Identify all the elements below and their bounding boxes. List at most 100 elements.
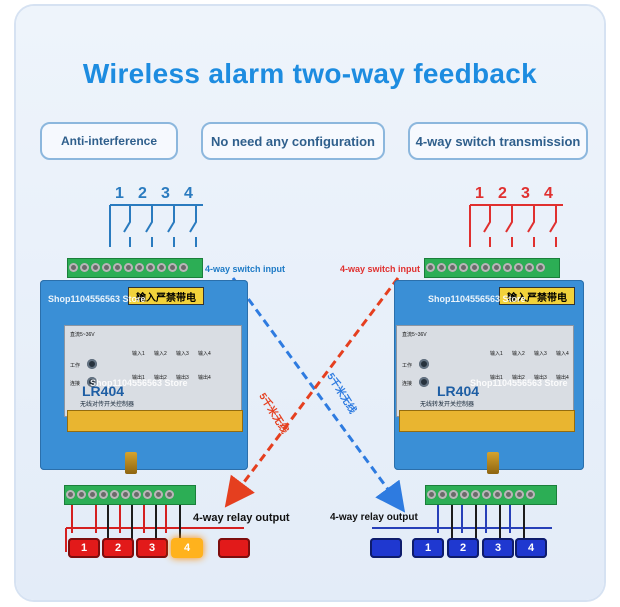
screw	[525, 263, 534, 272]
right-bulb-1	[370, 538, 402, 558]
screw	[121, 490, 130, 499]
right-input-label-1: 输入1	[490, 351, 503, 357]
screw	[110, 490, 119, 499]
right-bulb-2: 1	[412, 538, 444, 558]
left-output-label-3: 输出3	[176, 375, 189, 381]
left-range: 直流5~36V	[70, 332, 95, 338]
switch-number: 1	[115, 185, 124, 202]
screw	[460, 490, 469, 499]
left-status-1: 工作	[70, 363, 81, 369]
right-model-label: LR404	[437, 383, 480, 399]
left-bulb-2: 2	[102, 538, 134, 558]
watermark: Shop1104556563 Store	[470, 378, 568, 388]
right-output-blackline	[451, 503, 525, 548]
screw	[146, 263, 155, 272]
screw	[514, 263, 523, 272]
screw	[99, 490, 108, 499]
right-range: 直流5~36V	[402, 332, 427, 338]
switch-number: 2	[138, 185, 147, 202]
feature-label: Anti-interference	[60, 134, 158, 148]
right-input-label-3: 输入3	[534, 351, 547, 357]
left-warning-label: 输入严禁带电	[128, 287, 204, 305]
screw	[492, 263, 501, 272]
screw	[143, 490, 152, 499]
screw	[69, 263, 78, 272]
right-output-label-1: 输出1	[490, 375, 503, 381]
switch-number: 4	[184, 185, 193, 202]
left-input-label-3: 输入3	[176, 351, 189, 357]
right-status-1: 工作	[402, 363, 413, 369]
screw	[91, 263, 100, 272]
left-output-label: 4-way relay output	[193, 512, 290, 524]
screw	[449, 490, 458, 499]
right-status-2: 连接	[402, 381, 413, 387]
right-subtitle: 无线转发开关控制器	[420, 402, 475, 408]
screw	[526, 490, 535, 499]
screw	[470, 263, 479, 272]
screw	[438, 490, 447, 499]
left-bulb-3: 3	[136, 538, 168, 558]
right-input-label-2: 输入2	[512, 351, 525, 357]
screw	[504, 490, 513, 499]
right-output-label-3: 输出3	[534, 375, 547, 381]
right-warning-label: 输入严禁带电	[499, 287, 575, 305]
screw	[459, 263, 468, 272]
screw	[427, 490, 436, 499]
left-led-link	[87, 377, 97, 387]
left-bulb-4: 4	[171, 538, 203, 558]
screw	[515, 490, 524, 499]
left-subtitle: 无线对传开关控制器	[80, 402, 135, 408]
right-face-plate	[396, 325, 574, 417]
left-model-label: LR404	[82, 383, 125, 399]
feature-no-configuration: No need any configuration	[201, 122, 385, 160]
screw	[168, 263, 177, 272]
screw	[471, 490, 480, 499]
screw	[179, 263, 188, 272]
screw	[88, 490, 97, 499]
screw	[426, 263, 435, 272]
watermark: Shop1104556563 Store	[48, 294, 146, 304]
left-input-label-2: 输入2	[154, 351, 167, 357]
right-bulb-4: 3	[482, 538, 514, 558]
screw	[481, 263, 490, 272]
left-face-plate	[64, 325, 242, 417]
screw	[66, 490, 75, 499]
feature-anti-interference: Anti-interference	[40, 122, 178, 160]
left-bulb-1: 1	[68, 538, 100, 558]
right-output-wires	[372, 503, 552, 533]
left-output-terminal-block	[64, 485, 196, 505]
right-led-power	[419, 359, 429, 369]
screw	[437, 263, 446, 272]
left-input-label-4: 输入4	[198, 351, 211, 357]
left-antenna	[125, 452, 137, 474]
watermark: Shop1104556563 Store	[90, 378, 188, 388]
screw	[124, 263, 133, 272]
right-antenna	[487, 452, 499, 474]
left-relay-block	[67, 410, 243, 432]
screw	[157, 263, 166, 272]
right-led-link	[419, 377, 429, 387]
right-input-label: 4-way switch input	[340, 264, 421, 274]
right-switch-wires	[469, 204, 563, 247]
right-output-terminal-block	[425, 485, 557, 505]
left-output-blackline	[107, 503, 181, 548]
switch-number: 4	[544, 185, 553, 202]
screw	[154, 490, 163, 499]
left-switch-wires	[109, 204, 203, 247]
switch-number: 3	[161, 185, 170, 202]
screw	[135, 263, 144, 272]
feature-label: 4-way switch transmission	[415, 133, 581, 149]
wireless-arrow-left-to-right	[231, 277, 406, 513]
left-output-label-1: 输出1	[132, 375, 145, 381]
screw	[165, 490, 174, 499]
left-input-terminal-block	[67, 258, 203, 278]
screw	[113, 263, 122, 272]
right-relay-block	[399, 410, 575, 432]
screw	[77, 490, 86, 499]
watermark: Shop1104556563 Store	[428, 294, 526, 304]
screw	[80, 263, 89, 272]
screw	[482, 490, 491, 499]
